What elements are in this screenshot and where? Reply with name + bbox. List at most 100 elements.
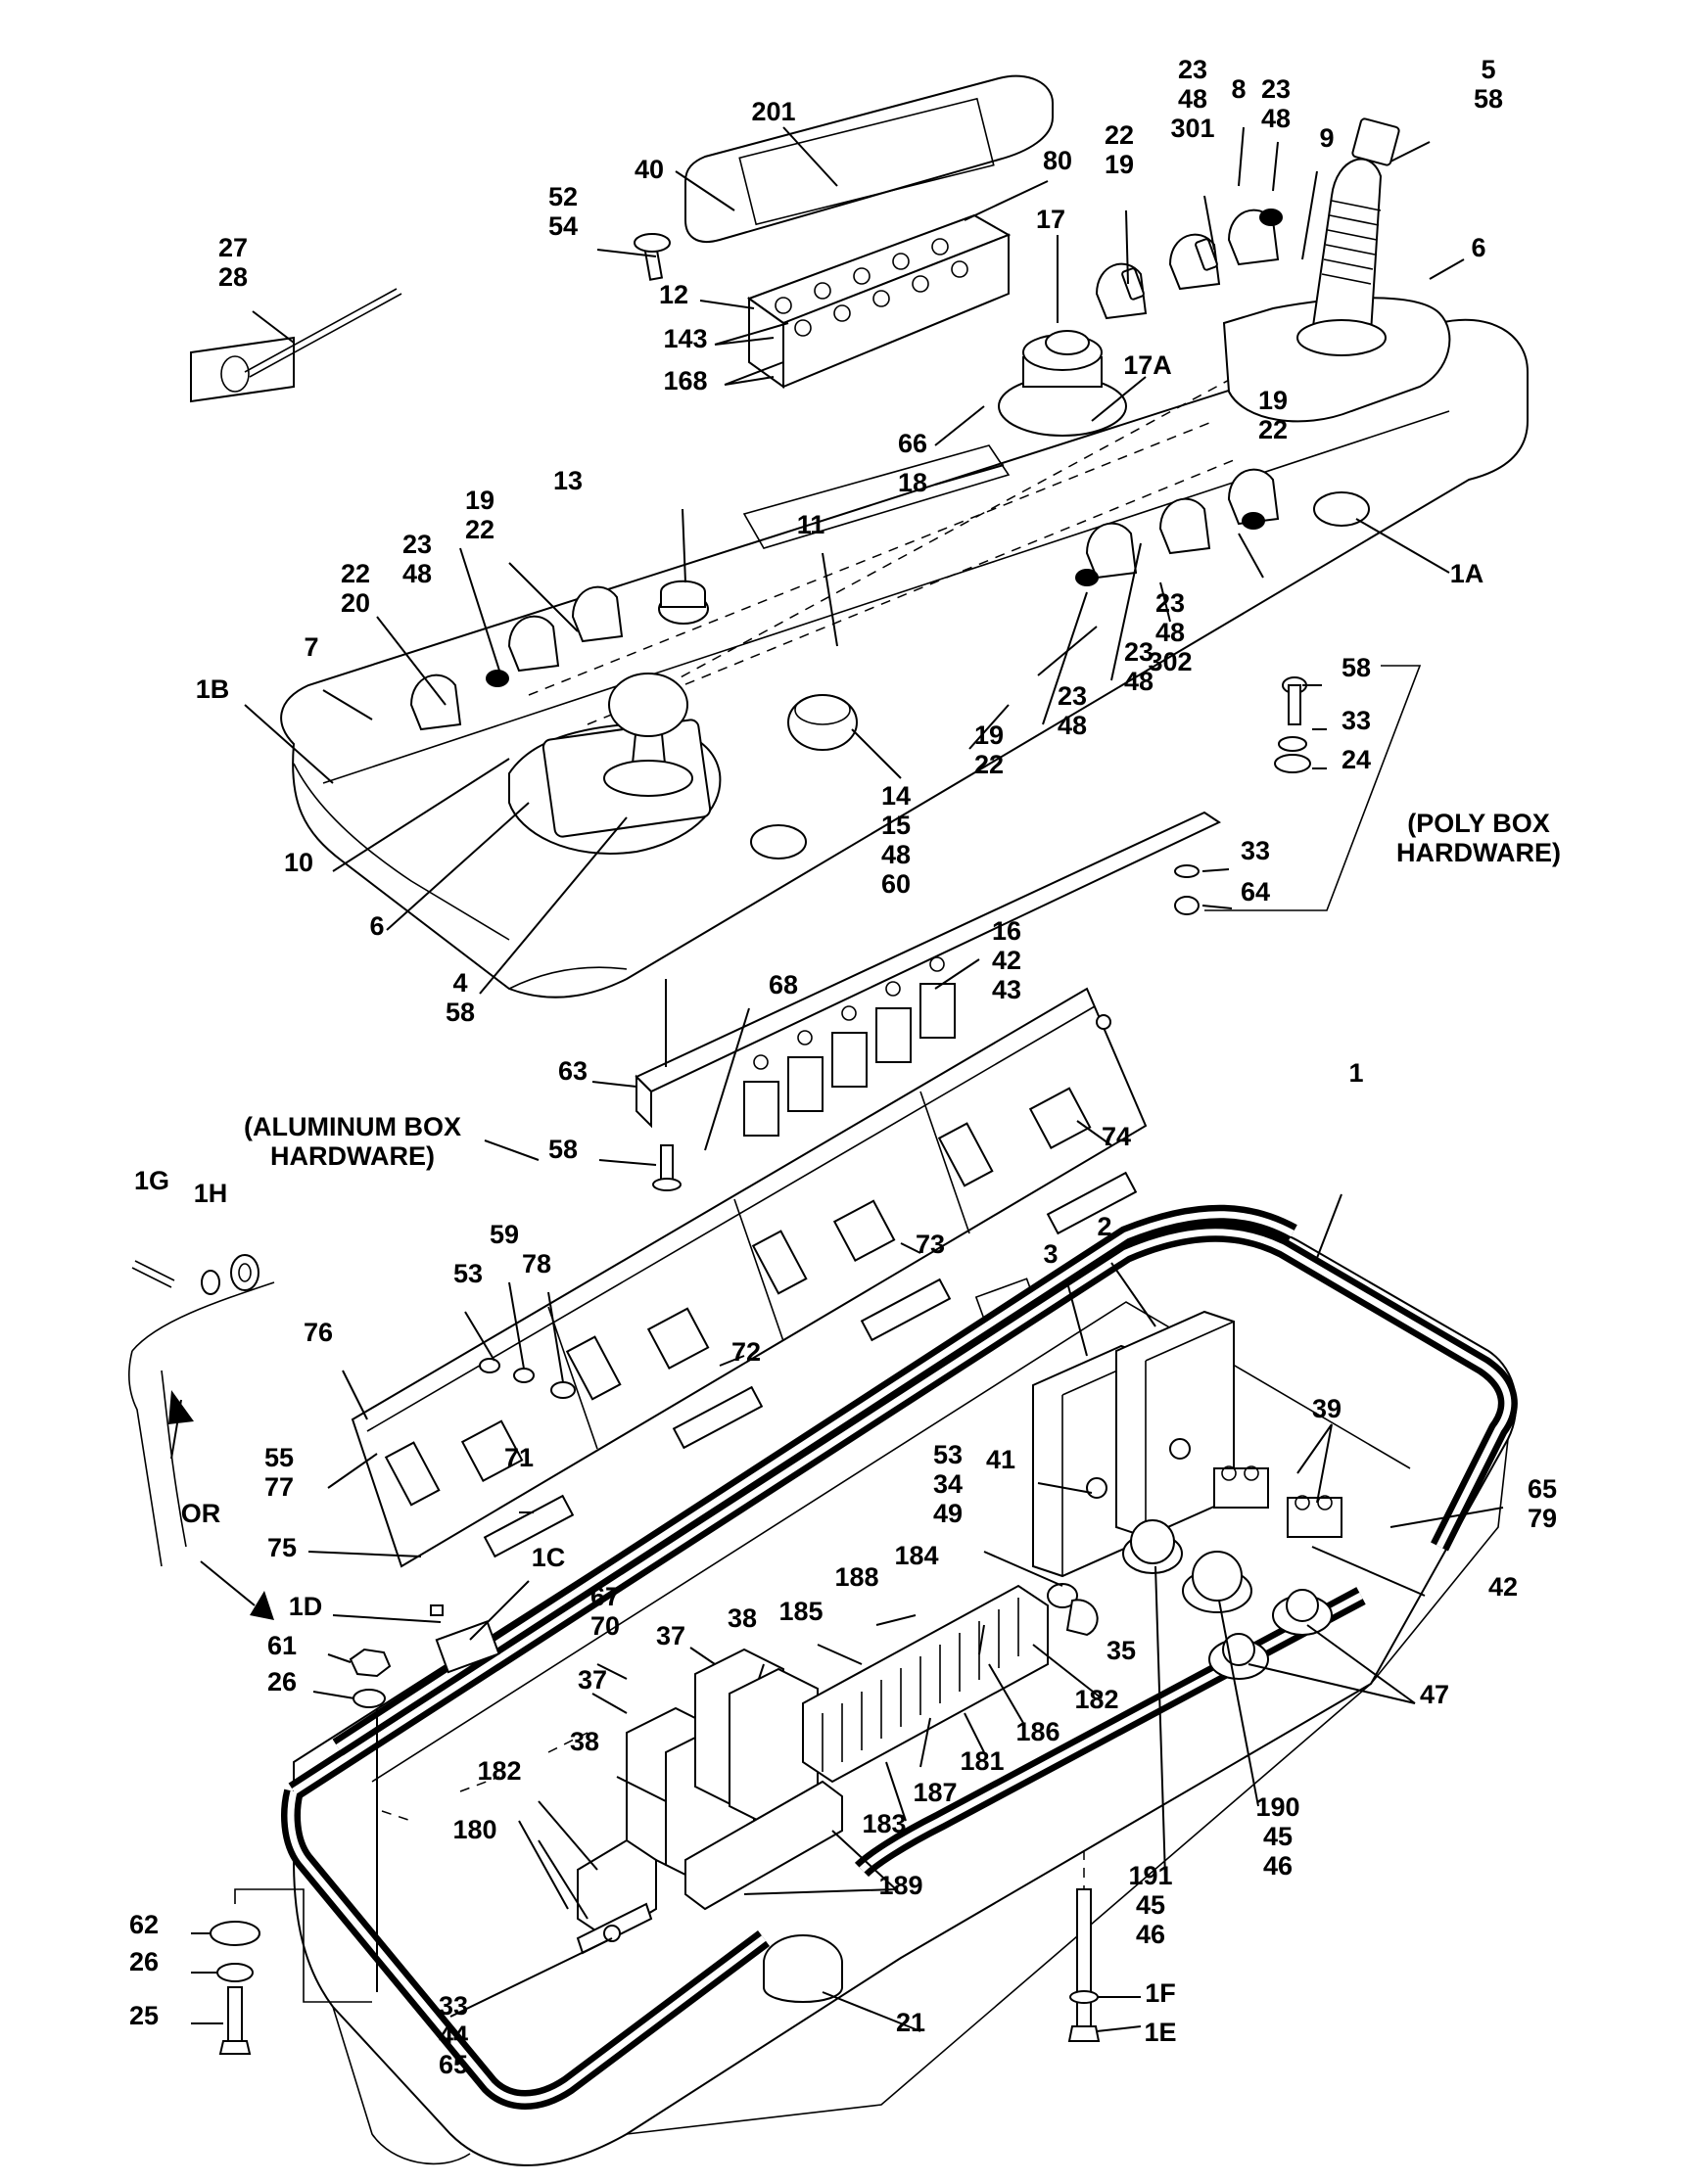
callout-label: 1B bbox=[196, 674, 230, 704]
callout-label: 59 bbox=[490, 1220, 519, 1249]
callout-label-line: 9 bbox=[1319, 123, 1334, 153]
callout-label: 47 bbox=[1420, 1680, 1449, 1709]
callout-label-line: 45 bbox=[1263, 1822, 1293, 1851]
callout-label-line: 1D bbox=[289, 1592, 323, 1621]
callout-label-line: 1H bbox=[194, 1179, 228, 1208]
callout-label-line: 48 bbox=[1058, 711, 1087, 740]
callout-label-line: 75 bbox=[267, 1533, 297, 1562]
callout-label: 61 bbox=[267, 1631, 297, 1660]
tag-item-27-28 bbox=[190, 288, 402, 403]
callout-label-line: 23 bbox=[1124, 637, 1154, 667]
callout-label-line: 181 bbox=[960, 1746, 1004, 1776]
callout-label: 71 bbox=[504, 1443, 534, 1472]
callout-label: 180 bbox=[452, 1815, 496, 1844]
callout-label: 74 bbox=[1102, 1122, 1131, 1151]
callout-label-line: 35 bbox=[1106, 1636, 1136, 1665]
callout-label-line: 58 bbox=[1474, 84, 1503, 114]
callout-label: 186 bbox=[1015, 1717, 1059, 1746]
callout-label-line: 186 bbox=[1015, 1717, 1059, 1746]
callout-label-line: 65 bbox=[439, 2050, 468, 2079]
relays-37-38 bbox=[626, 1648, 819, 1886]
callout-label: 33 bbox=[1241, 836, 1270, 865]
callout-label-line: 77 bbox=[264, 1472, 294, 1502]
callout-label: 53 bbox=[453, 1259, 483, 1288]
callout-label-line: 46 bbox=[1136, 1920, 1165, 1949]
callout-label-line: 33 bbox=[1342, 706, 1371, 735]
callout-label: 17A bbox=[1123, 350, 1172, 380]
callout-label: 1G bbox=[134, 1166, 169, 1195]
callout-label-line: 33 bbox=[1241, 836, 1270, 865]
callout-label: 8 bbox=[1231, 74, 1246, 104]
callout-label: 73 bbox=[916, 1230, 945, 1259]
callout-label-line: 46 bbox=[1263, 1851, 1293, 1881]
callout-label: 183 bbox=[862, 1809, 906, 1838]
callout-label-line: 63 bbox=[558, 1056, 588, 1086]
callout-label-line: 28 bbox=[218, 262, 248, 292]
callout-label-line: 40 bbox=[635, 155, 664, 184]
callout-label: 58 bbox=[548, 1135, 578, 1164]
callout-label: 188 bbox=[834, 1562, 878, 1592]
callout-label: 42 bbox=[1488, 1572, 1518, 1602]
callout-label-line: 19 bbox=[974, 720, 1004, 750]
callout-label-line: 78 bbox=[522, 1249, 551, 1278]
callout-label-line: 182 bbox=[1074, 1685, 1118, 1714]
poly-box-hardware bbox=[1174, 665, 1422, 915]
callout-label: 21 bbox=[896, 2008, 925, 2037]
callout-label: 62 bbox=[129, 1910, 159, 1939]
callout-label-line: 33 bbox=[439, 1991, 468, 2021]
callout-label-line: 1F bbox=[1145, 1978, 1176, 2008]
callout-label-line: 58 bbox=[1342, 653, 1371, 682]
callout-label-line: 189 bbox=[878, 1871, 922, 1900]
callout-label-line: 188 bbox=[834, 1562, 878, 1592]
callout-label-line: 8 bbox=[1231, 74, 1246, 104]
screw-52-54 bbox=[634, 233, 671, 281]
connectors bbox=[1047, 1519, 1333, 1680]
callout-label-line: 168 bbox=[663, 366, 707, 395]
callout-label: 37 bbox=[578, 1665, 607, 1695]
aluminum-box-screw-58 bbox=[652, 1144, 682, 1191]
callout-label-line: 16 bbox=[992, 916, 1021, 946]
callout-label-line: 23 bbox=[1155, 588, 1185, 618]
callout-label: 17 bbox=[1036, 205, 1065, 234]
callout-label-line: 43 bbox=[992, 975, 1021, 1004]
callout-label-line: 79 bbox=[1528, 1504, 1557, 1533]
callout-label-line: 26 bbox=[129, 1947, 159, 1976]
callout-label: 39 bbox=[1312, 1394, 1342, 1423]
callout-label-line: 72 bbox=[731, 1337, 761, 1367]
callout-label-line: 52 bbox=[548, 182, 578, 211]
callout-label-line: 48 bbox=[1155, 618, 1185, 647]
callout-label-line: 23 bbox=[1058, 681, 1087, 711]
callout-label: 181 bbox=[960, 1746, 1004, 1776]
callout-label-line: 74 bbox=[1102, 1122, 1131, 1151]
callout-label-line: 55 bbox=[264, 1443, 294, 1472]
callout-label-line: 6 bbox=[369, 911, 384, 941]
callout-label-line: 49 bbox=[933, 1499, 963, 1528]
callout-label-line: 38 bbox=[728, 1603, 757, 1633]
callout-label-line: 54 bbox=[548, 211, 578, 241]
callout-label-line: 64 bbox=[1241, 877, 1270, 906]
callout-label-line: 1G bbox=[134, 1166, 169, 1195]
callout-label: 6 bbox=[1471, 233, 1485, 262]
callout-label-line: 66 bbox=[898, 429, 927, 458]
callout-label-line: 180 bbox=[452, 1815, 496, 1844]
callout-label: 24 bbox=[1342, 745, 1371, 774]
callout-label: 3 bbox=[1043, 1239, 1058, 1269]
callout-label: 1H bbox=[194, 1179, 228, 1208]
bracket-63 bbox=[635, 811, 1222, 1129]
callout-label-line: 27 bbox=[218, 233, 248, 262]
